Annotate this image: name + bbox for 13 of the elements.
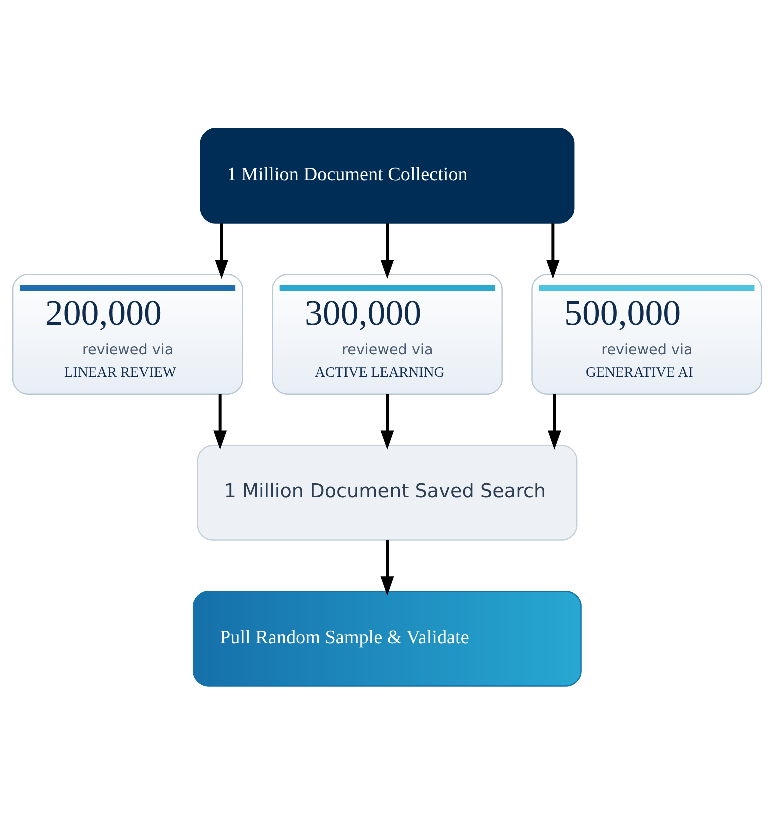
arrow [380,540,394,596]
arrow [214,394,228,450]
arrow [380,224,394,280]
node-box: 1 Million Document Saved Search [197,445,578,541]
arrow [546,224,560,280]
node-box: 1 Million Document Collection [200,128,575,224]
arrow [548,394,562,450]
node-box: 200,000 reviewed via LINEAR REVIEW [12,274,244,395]
arrow [380,394,394,450]
arrow [215,224,229,280]
node-box: 500,000 reviewed via GENERATIVE AI [532,274,762,395]
node-box: 300,000 reviewed via ACTIVE LEARNING [272,274,503,395]
node-box: Pull Random Sample & Validate [193,591,582,687]
